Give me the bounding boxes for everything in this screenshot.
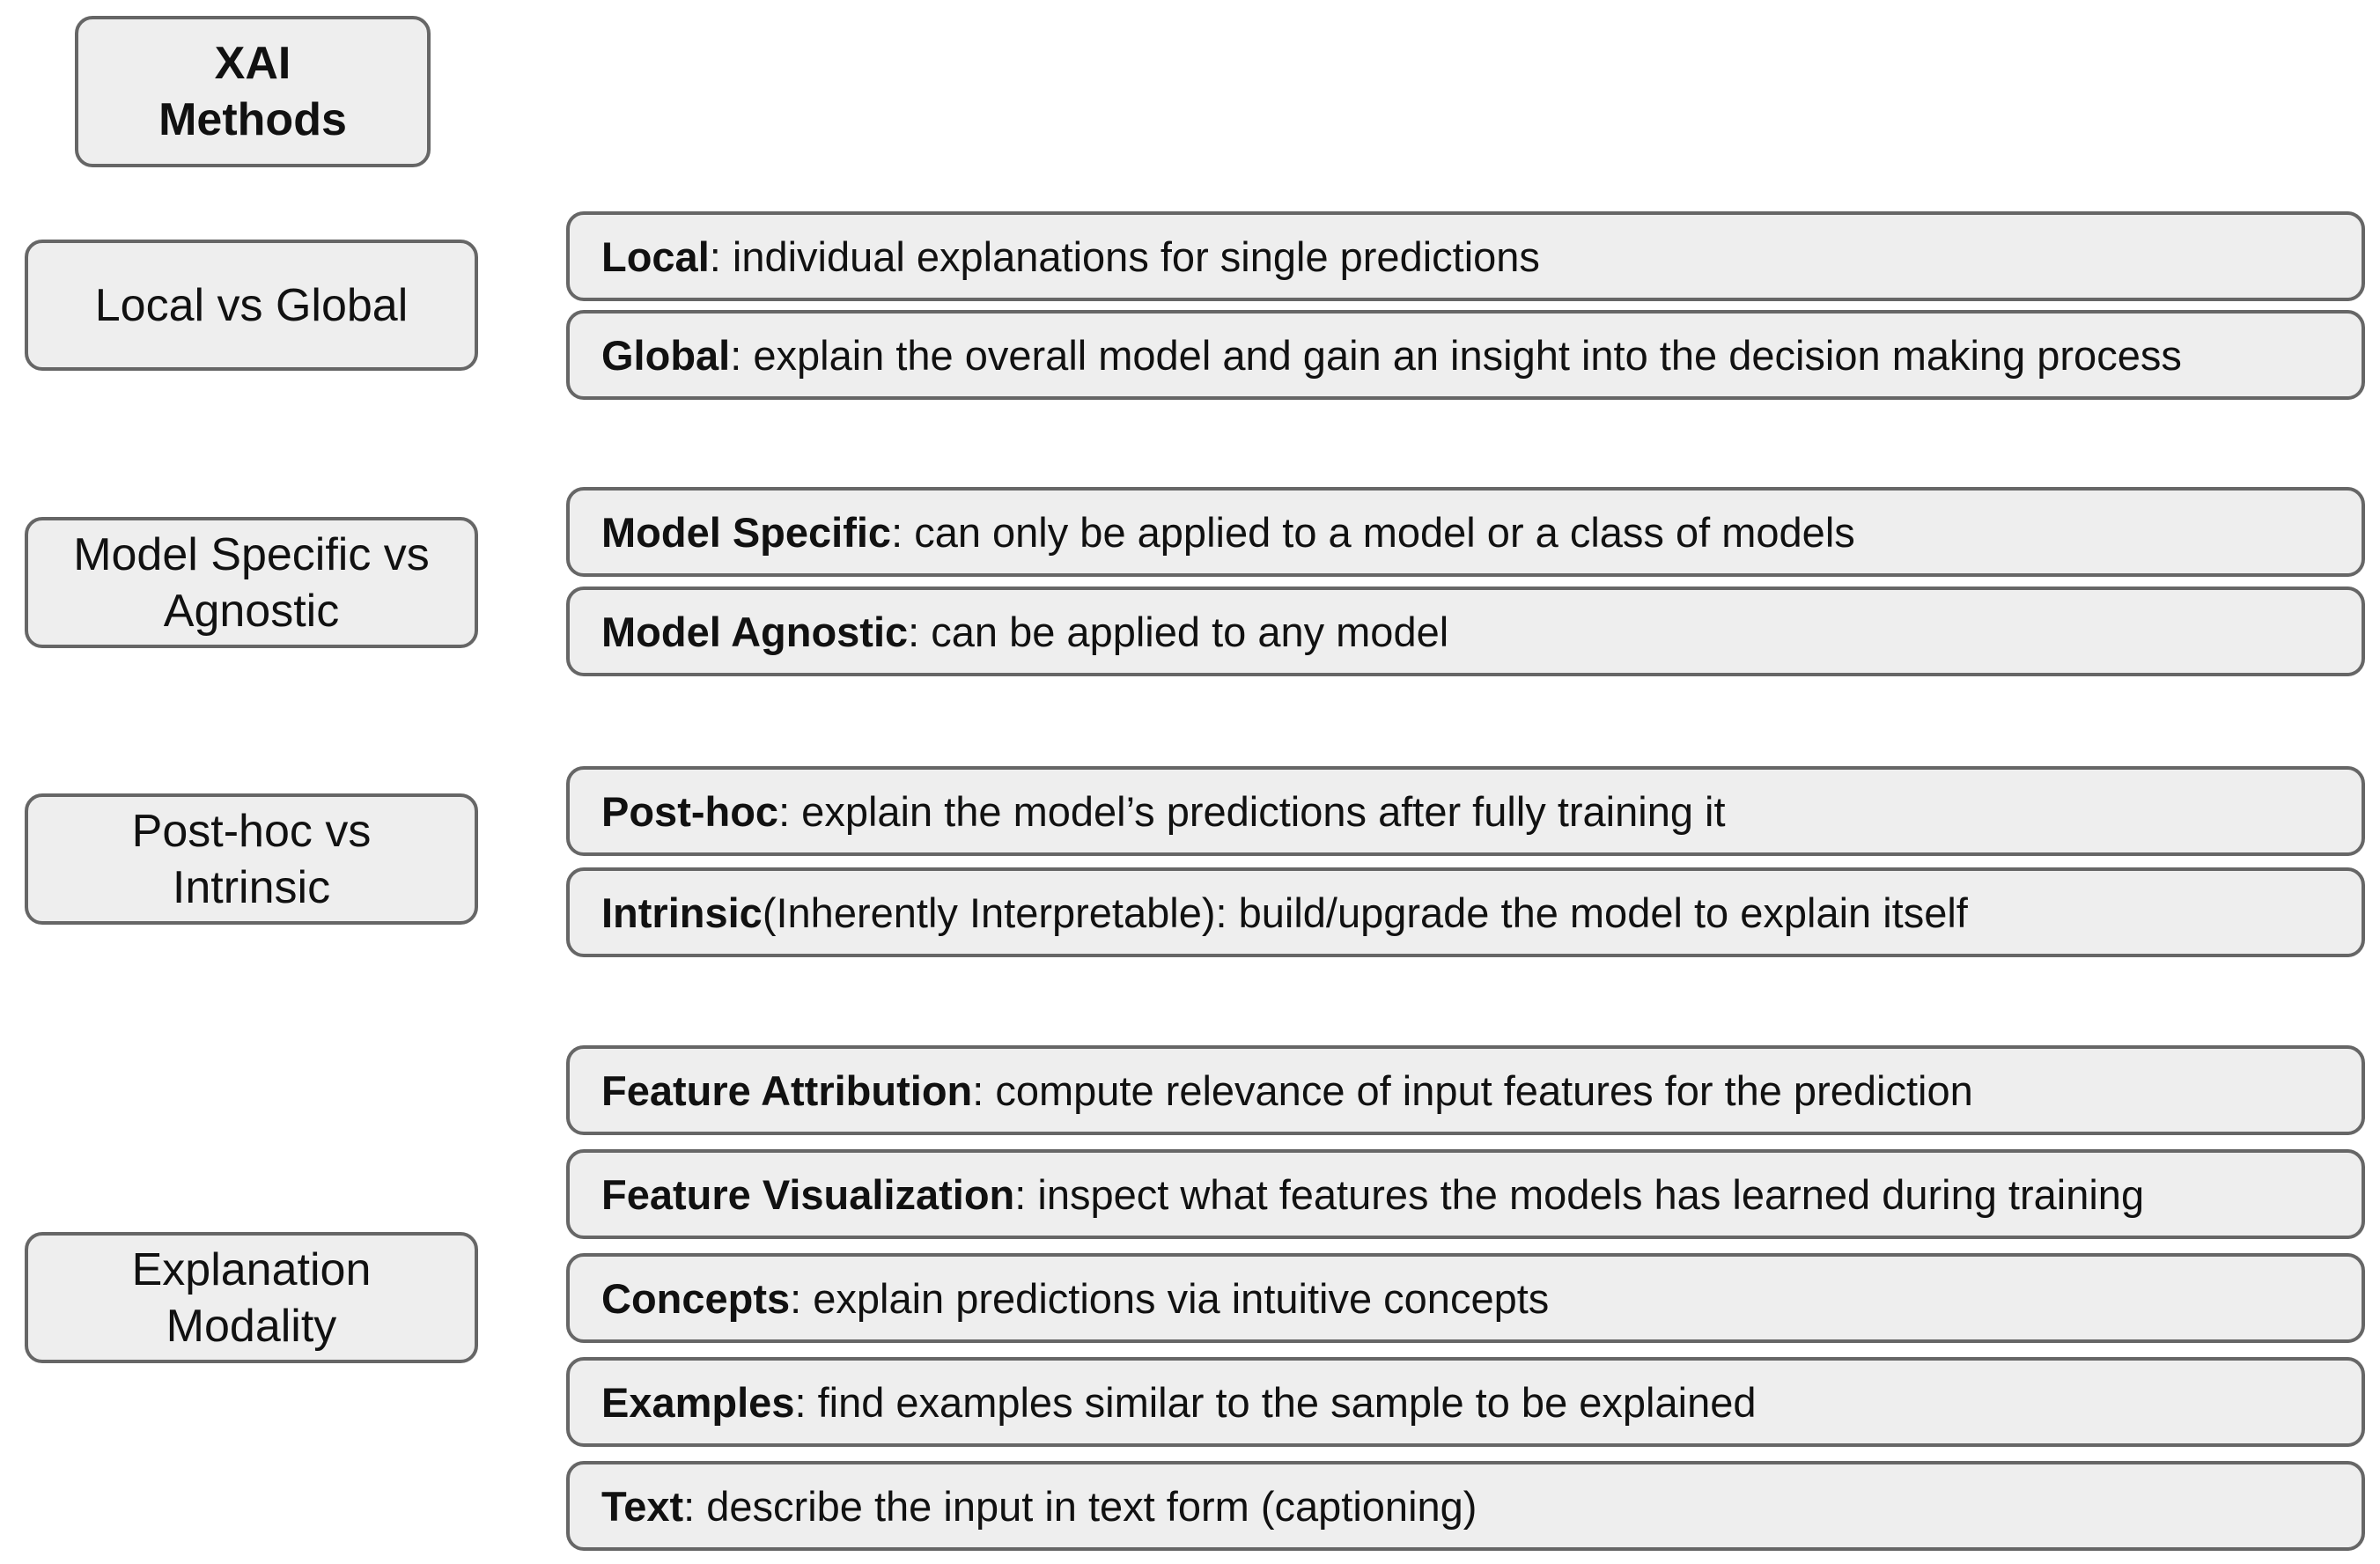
item-description: : explain the model’s predictions after …: [778, 787, 1726, 835]
category-local-vs-global: Local vs Global: [25, 240, 478, 371]
category-post-hoc-vs-intrinsic: Post-hoc vs Intrinsic: [25, 793, 478, 925]
item-description: : explain predictions via intuitive conc…: [790, 1274, 1550, 1322]
item-feature-attribution: Feature Attribution: compute relevance o…: [566, 1045, 2365, 1135]
item-term: Text: [601, 1482, 684, 1530]
xai-methods-title-box: XAI Methods: [75, 16, 431, 167]
item-examples: Examples: find examples similar to the s…: [566, 1357, 2365, 1447]
item-model-specific: Model Specific: can only be applied to a…: [566, 487, 2365, 577]
item-description: : individual explanations for single pre…: [709, 232, 1540, 280]
item-description: : can only be applied to a model or a cl…: [891, 508, 1855, 556]
item-model-agnostic: Model Agnostic: can be applied to any mo…: [566, 586, 2365, 676]
item-description: : can be applied to any model: [908, 608, 1449, 655]
item-term: Model Specific: [601, 508, 892, 556]
item-concepts: Concepts: explain predictions via intuit…: [566, 1253, 2365, 1343]
item-term: Intrinsic: [601, 889, 763, 936]
category-label-line-2: Intrinsic: [172, 861, 331, 913]
item-term: Model Agnostic: [601, 608, 909, 655]
item-term: Local: [601, 232, 710, 280]
category-model-specific-vs-agnostic: Model Specific vs Agnostic: [25, 517, 478, 648]
item-description: : inspect what features the models has l…: [1014, 1170, 2145, 1218]
item-post-hoc: Post-hoc: explain the model’s prediction…: [566, 766, 2365, 856]
category-explanation-modality: Explanation Modality: [25, 1232, 478, 1363]
category-label-line-2: Agnostic: [163, 585, 340, 637]
item-term: Global: [601, 331, 731, 379]
item-term: Feature Visualization: [601, 1170, 1015, 1218]
item-term: Feature Attribution: [601, 1066, 973, 1114]
category-label-line-1: Explanation: [131, 1243, 372, 1295]
item-global: Global: explain the overall model and ga…: [566, 310, 2365, 400]
item-term: Concepts: [601, 1274, 791, 1322]
item-term: Post-hoc: [601, 787, 779, 835]
item-intrinsic: Intrinsic (Inherently Interpretable): bu…: [566, 867, 2365, 957]
item-term: Examples: [601, 1378, 795, 1426]
title-line-1: XAI: [214, 38, 291, 89]
category-label-line-2: Modality: [166, 1300, 337, 1352]
item-local: Local: individual explanations for singl…: [566, 211, 2365, 301]
category-label-line-1: Local vs Global: [94, 279, 409, 331]
item-description: : compute relevance of input features fo…: [972, 1066, 1973, 1114]
category-label-line-1: Post-hoc vs: [131, 805, 372, 857]
item-description: (Inherently Interpretable): build/upgrad…: [762, 889, 1968, 936]
item-description: : explain the overall model and gain an …: [730, 331, 2182, 379]
item-description: : find examples similar to the sample to…: [794, 1378, 1757, 1426]
item-feature-visualization: Feature Visualization: inspect what feat…: [566, 1149, 2365, 1239]
item-description: : describe the input in text form (capti…: [683, 1482, 1477, 1530]
item-text: Text: describe the input in text form (c…: [566, 1461, 2365, 1551]
category-label-line-1: Model Specific vs: [73, 528, 430, 580]
title-line-2: Methods: [158, 94, 347, 145]
